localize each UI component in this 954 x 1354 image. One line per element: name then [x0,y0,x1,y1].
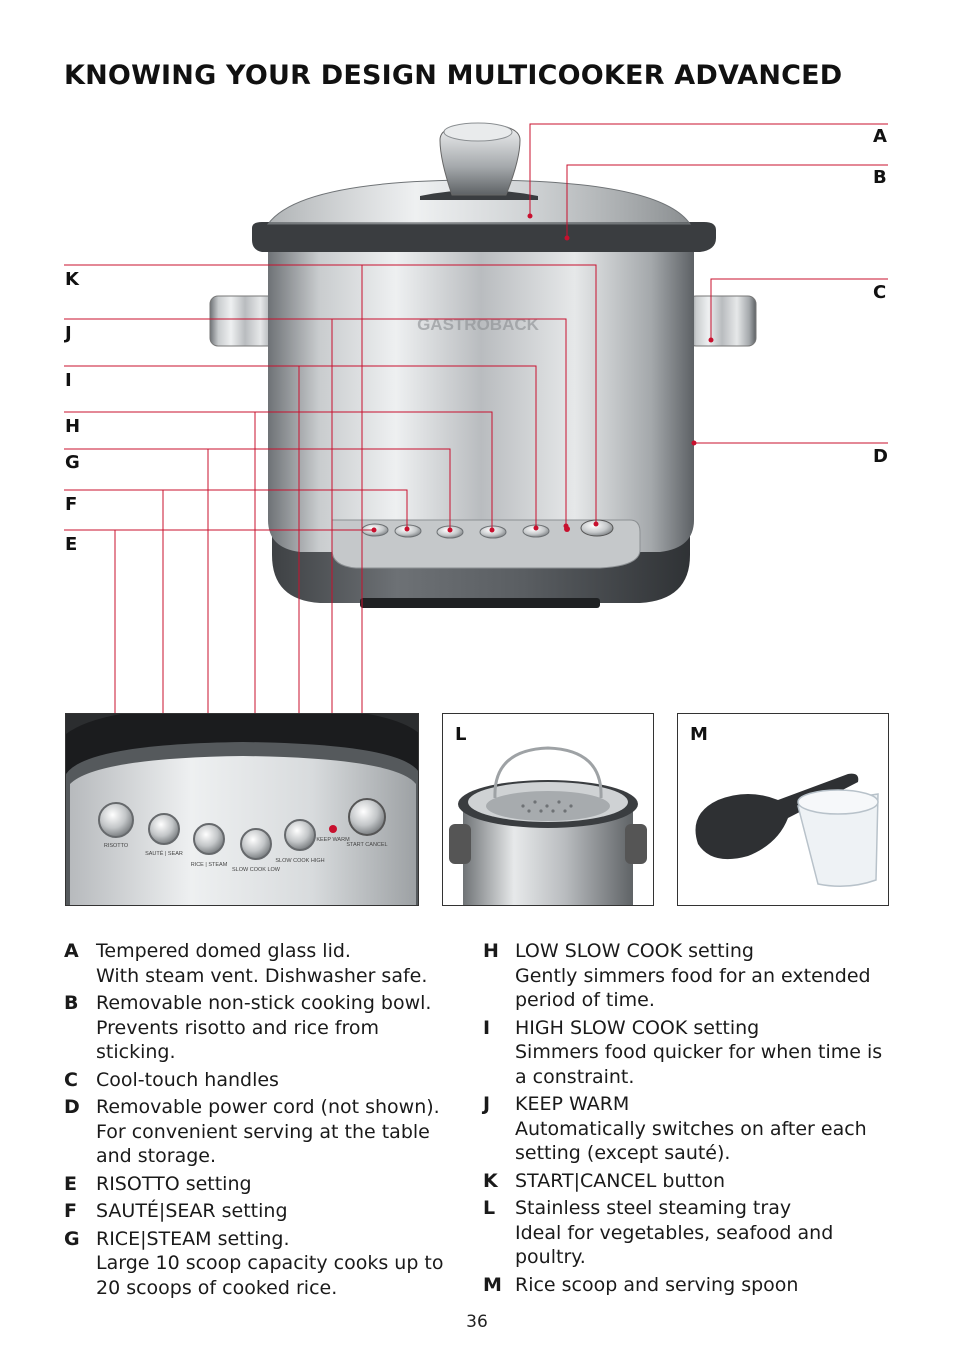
legend-key: L [483,1197,496,1219]
legend-item-a: A Tempered domed glass lid. With steam ve… [64,939,444,988]
legend-text: KEEP WARM Automatically switches on afte… [515,1093,867,1164]
legend-key: H [483,940,499,962]
multicooker-diagram: GASTROBACK [64,122,888,848]
legend-key: B [64,992,79,1014]
legend-key: J [483,1093,491,1115]
callout-g: G [65,452,80,473]
legend-key: G [64,1227,80,1250]
legend-key: E [64,1172,77,1195]
legend-item-j: J KEEP WARM Automatically switches on aft… [483,1092,903,1166]
legend-text: Rice scoop and serving spoon [515,1273,799,1296]
legend-key: D [64,1096,80,1118]
steaming-tray-frame: L [442,713,654,906]
legend-item-c: C Cool-touch handles [64,1068,444,1093]
legend-item-d: D Removable power cord (not shown). For c… [64,1095,444,1169]
brand-logo: GASTROBACK [417,315,540,334]
legend-right: H LOW SLOW COOK setting Gently simmers fo… [483,939,903,1300]
page-title: KNOWING YOUR DESIGN MULTICOOKER ADVANCED [64,60,843,91]
panel-label-risotto: RISOTTO [104,843,129,849]
panel-label-start: START CANCEL [346,842,387,848]
callout-k: K [65,269,79,290]
legend-key: K [483,1169,498,1192]
legend-item-k: K START|CANCEL button [483,1169,903,1194]
legend-key: I [483,1016,491,1039]
legend-text: HIGH SLOW COOK setting Simmers food quic… [515,1016,883,1088]
legend-item-i: I HIGH SLOW COOK setting Simmers food qui… [483,1016,903,1090]
legend-item-m: M Rice scoop and serving spoon [483,1273,903,1298]
cooker-rim [252,222,716,252]
legend-text: Cool-touch handles [96,1068,279,1091]
callout-e: E [65,534,78,555]
callout-i: I [65,370,72,391]
right-handle [687,295,757,347]
legend-item-e: E RISOTTO setting [64,1172,444,1197]
legend-item-g: G RICE|STEAM setting. Large 10 scoop capa… [64,1227,444,1301]
cooker-body [268,250,694,552]
control-panel-closeup-image: RISOTTO SAUTÉ | SEAR RICE | STEAM SLOW C… [66,714,418,905]
legend-text: Stainless steel steaming tray Ideal for … [515,1197,834,1268]
frame-letter-l: L [455,724,467,745]
legend-item-h: H LOW SLOW COOK setting Gently simmers fo… [483,939,903,1013]
legend-text: START|CANCEL button [515,1169,726,1192]
cooker-feet [360,598,600,608]
callout-b: B [873,167,887,188]
panel-label-keep-warm: KEEP WARM [316,837,350,843]
legend-key: A [64,940,79,962]
legend-text: SAUTÉ|SEAR setting [96,1200,288,1222]
legend-text: Removable non-stick cooking bowl. Preven… [96,992,432,1063]
frame-letter-m: M [690,724,708,745]
callout-c: C [873,282,887,303]
legend-item-f: F SAUTÉ|SEAR setting [64,1199,444,1224]
legend-key: M [483,1273,502,1296]
panel-label-saute: SAUTÉ | SEAR [145,850,183,857]
callout-f: F [65,494,78,515]
legend-text: RISOTTO setting [96,1172,252,1195]
legend-left: A Tempered domed glass lid. With steam ve… [64,939,444,1303]
callout-j: J [65,323,72,344]
page-number: 36 [466,1312,488,1332]
legend-text: LOW SLOW COOK setting Gently simmers foo… [515,940,871,1011]
legend-item-l: L Stainless steel steaming tray Ideal for… [483,1196,903,1270]
legend-text: Tempered domed glass lid. With steam ven… [96,940,428,987]
callout-leaders [64,123,888,848]
callout-h: H [65,416,81,437]
panel-label-rice: RICE | STEAM [191,862,228,868]
legend-text: RICE|STEAM setting. Large 10 scoop capac… [96,1227,444,1299]
legend-text: Removable power cord (not shown). For co… [96,1096,440,1167]
panel-label-slow-high: SLOW COOK HIGH [275,858,324,864]
steaming-tray-image [449,746,647,905]
callout-endpoints [371,213,714,533]
rice-scoop-frame: M [677,713,889,906]
panel-label-slow-low: SLOW COOK LOW [232,867,281,873]
control-panel-closeup: RISOTTO SAUTÉ | SEAR RICE | STEAM SLOW C… [65,713,419,906]
callout-d: D [873,446,888,467]
legend-key: C [64,1068,78,1091]
rice-scoop-image [695,773,879,887]
legend-key: F [64,1200,77,1222]
legend-item-b: B Removable non-stick cooking bowl. Preve… [64,991,444,1065]
callout-a: A [873,126,887,147]
